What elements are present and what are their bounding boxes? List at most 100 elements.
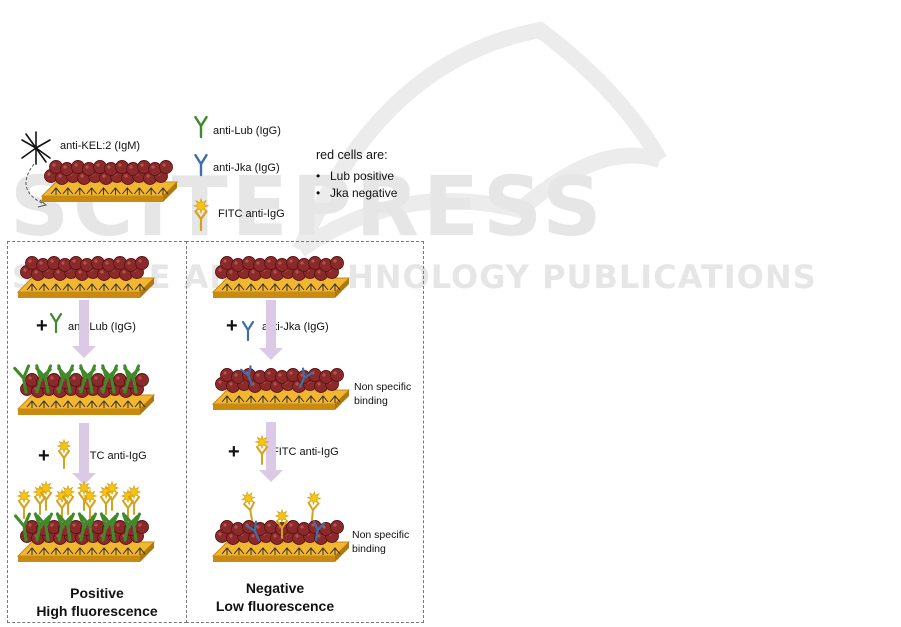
- red-cell-highlight: [278, 261, 282, 265]
- plate-front: [42, 196, 163, 202]
- red-cell-highlight: [107, 165, 111, 169]
- fitc-fluorescent-star: [38, 480, 54, 496]
- anti-jka-nonspecific: [298, 367, 314, 389]
- anti-lub-step-icon: [49, 312, 63, 334]
- fitc-antibody-stem: [307, 501, 320, 521]
- igm-strand: [317, 547, 329, 555]
- antibody-shape: [123, 364, 141, 394]
- antibody-shape: [240, 365, 254, 387]
- igm-strand: [38, 283, 50, 291]
- red-cell-highlight: [151, 165, 155, 169]
- red-cell-highlight: [116, 376, 120, 380]
- red-cell-highlight: [105, 261, 109, 265]
- antibody-shape: [194, 153, 208, 177]
- igm-strand: [233, 395, 245, 403]
- process-arrow: [72, 300, 96, 358]
- positive-result-title: Positive: [70, 585, 124, 601]
- plus-sign: +: [226, 315, 238, 337]
- fitc-step-icon: [254, 434, 270, 465]
- red-cell-highlight: [295, 270, 299, 274]
- red-cell-highlight: [28, 523, 32, 527]
- igm-strand: [50, 283, 62, 291]
- red-cell-highlight: [124, 174, 128, 178]
- red-cell-highlight: [218, 532, 222, 536]
- igm-strand: [50, 547, 62, 555]
- igm-strand: [157, 187, 169, 195]
- fitc-antibody-stem: [84, 500, 96, 519]
- plate-front: [213, 556, 335, 562]
- red-cell-highlight: [278, 373, 282, 377]
- red-cell-highlight: [223, 259, 227, 263]
- igm-strand: [145, 187, 157, 195]
- plate-side: [140, 542, 154, 562]
- igm-strand: [38, 547, 50, 555]
- fitc-antibody-stem: [58, 450, 70, 469]
- positive-panel: [7, 241, 187, 623]
- igm-strand: [98, 187, 109, 195]
- process-arrow: [72, 423, 96, 485]
- igm-strand: [110, 547, 122, 555]
- red-cell-highlight: [52, 163, 56, 167]
- igm-strand: [221, 283, 233, 291]
- red-cell-highlight: [72, 376, 76, 380]
- fitc-fluorescent-star: [240, 490, 256, 506]
- red-cell-highlight: [311, 259, 315, 263]
- igm-strand: [62, 400, 74, 408]
- igm-strand: [50, 400, 62, 408]
- igm-strand: [269, 283, 281, 291]
- antibody-shape: [80, 512, 97, 542]
- red-cell-highlight: [289, 523, 293, 527]
- igm-strand: [110, 187, 121, 195]
- igm-strand: [74, 283, 86, 291]
- red-cell-highlight: [311, 523, 315, 527]
- red-cell: [330, 256, 344, 270]
- igm-strand: [74, 400, 86, 408]
- red-cell-highlight: [218, 268, 222, 272]
- igm-strand: [26, 400, 38, 408]
- anti-lub-bound: [102, 512, 119, 542]
- fitc-antibody-stem: [18, 500, 30, 519]
- negative-step1-label: anti-Jka (IgG): [262, 321, 329, 333]
- fitc-fluorescent-star: [82, 488, 98, 504]
- coated-plate: [40, 160, 179, 202]
- red-cell-highlight: [229, 534, 233, 538]
- fitc-bound: [16, 488, 32, 519]
- anti-lub-bound: [14, 512, 31, 542]
- plus-sign: +: [36, 315, 48, 337]
- antibody-shape: [194, 115, 208, 139]
- negative-step2-label: FITC anti-IgG: [272, 446, 339, 458]
- plate-side: [335, 278, 349, 298]
- fitc-nonspecific: [306, 490, 322, 521]
- fitc-fluorescent-star: [16, 488, 32, 504]
- fitc-fluorescent-star: [306, 490, 322, 506]
- igm-label: anti-KEL:2 (IgM): [60, 140, 141, 152]
- anti-lub-bound: [58, 512, 75, 542]
- fitc-bound: [104, 480, 120, 511]
- igm-strand: [293, 395, 305, 403]
- antibody-shape: [35, 364, 53, 394]
- red-cell-highlight: [116, 523, 120, 527]
- igm-strand: [233, 283, 245, 291]
- anti-lub-bound: [80, 512, 97, 542]
- red-cell-highlight: [50, 376, 54, 380]
- antibody-shape: [79, 364, 97, 394]
- anti-jka-nonspecific: [240, 365, 254, 387]
- igm-strand: [281, 547, 293, 555]
- anti-lub-bound: [123, 364, 141, 394]
- red-cell-highlight: [234, 261, 238, 265]
- fitc-bound: [38, 480, 54, 511]
- igm-strand: [329, 283, 341, 291]
- antibody-shape: [102, 512, 119, 542]
- red-cell-highlight: [83, 261, 87, 265]
- igm-strand: [257, 395, 269, 403]
- fitc-fluorescent-star: [126, 484, 142, 500]
- plus-sign: +: [38, 445, 50, 467]
- red-cell-highlight: [333, 259, 337, 263]
- antibody-shape: [245, 520, 261, 542]
- igm-strand: [134, 400, 146, 408]
- igm-strand: [257, 547, 269, 555]
- red-cell-highlight: [273, 382, 277, 386]
- nonspecific-note-2: Non specific binding: [352, 529, 410, 555]
- igm-strand: [281, 283, 293, 291]
